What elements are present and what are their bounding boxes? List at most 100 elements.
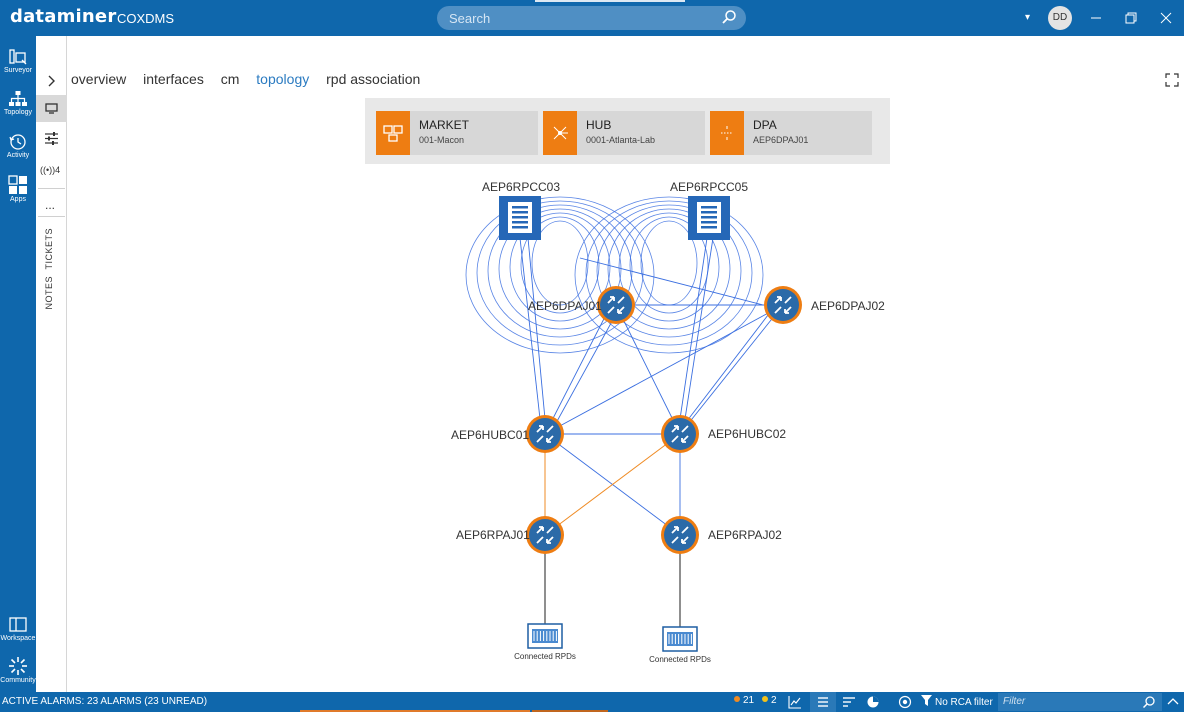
filter-search-icon[interactable] (1142, 695, 1156, 709)
network-link[interactable] (615, 304, 681, 435)
tab-cm[interactable]: cm (220, 71, 240, 87)
side-toolbar: ((•))4 ... TICKETS NOTES (36, 36, 67, 692)
server-link-bundle[interactable] (629, 216, 709, 314)
restore-icon[interactable] (1122, 9, 1140, 27)
search-input[interactable]: Search (437, 6, 746, 30)
nav-activity[interactable]: Activity (0, 129, 36, 169)
list-view-button[interactable] (810, 692, 836, 712)
network-link[interactable] (519, 237, 541, 420)
router-node[interactable]: AEP6DPAJ02 (764, 286, 885, 324)
nav-community[interactable]: Community (0, 652, 36, 692)
rpd-panel (667, 632, 693, 646)
server-link-bundle[interactable] (509, 212, 611, 322)
router-node[interactable]: AEP6HUBC02 (661, 415, 786, 453)
router-node[interactable]: AEP6RPAJ02 (661, 516, 782, 554)
warning-link[interactable] (544, 433, 681, 536)
node-label: AEP6RPCC05 (670, 180, 748, 194)
router-icon (664, 519, 696, 551)
server-link-bundle[interactable] (476, 200, 644, 346)
rca-filter[interactable]: No RCA filter (921, 695, 993, 709)
sliders-icon (45, 132, 58, 145)
server-link-bundle[interactable] (596, 204, 742, 338)
search-accent-line (535, 0, 685, 2)
search-icon[interactable] (721, 9, 737, 25)
breadcrumb-dpa[interactable]: DPA AEP6DPAJ01 (710, 111, 872, 155)
minimize-icon[interactable] (1087, 9, 1105, 27)
fullscreen-icon[interactable] (1165, 73, 1179, 87)
notes-tab[interactable]: NOTES (44, 276, 54, 310)
server-link-bundle[interactable] (498, 208, 622, 330)
tab-overview[interactable]: overview (71, 71, 127, 87)
separator (38, 188, 65, 189)
rpd-node[interactable]: Connected RPDs (649, 626, 711, 664)
network-link[interactable] (579, 257, 764, 306)
nav-topology[interactable]: Topology (0, 86, 36, 126)
trend-icon[interactable] (788, 695, 802, 709)
brand-logo: dataminer (10, 6, 117, 27)
router-arrows-icon (607, 296, 625, 314)
network-link[interactable] (527, 237, 546, 420)
active-alarms-summary[interactable]: ACTIVE ALARMS: 23 ALARMS (23 UNREAD) (2, 696, 208, 707)
breadcrumb-hub[interactable]: HUB 0001-Atlanta-Lab (543, 111, 705, 155)
server-slot (512, 226, 528, 229)
node-label: AEP6RPAJ02 (708, 528, 782, 542)
breadcrumb-dpa-subtitle: AEP6DPAJ01 (753, 135, 809, 145)
server-link-bundle[interactable] (531, 220, 589, 306)
breadcrumb-market-title: MARKET (419, 118, 470, 132)
router-node[interactable]: AEP6RPAJ01 (456, 516, 564, 554)
router-arrows-icon (774, 296, 792, 314)
signal-count[interactable]: ((•))4 (40, 165, 61, 175)
server-link-bundle[interactable] (465, 196, 655, 354)
rpd-node[interactable]: Connected RPDs (514, 623, 576, 661)
network-link[interactable] (679, 304, 784, 435)
rpd-panel (532, 629, 558, 643)
node-label: Connected RPDs (649, 655, 711, 664)
chevron-up-icon[interactable] (1166, 695, 1180, 709)
separator (38, 216, 65, 217)
close-icon[interactable] (1157, 9, 1175, 27)
network-link[interactable] (544, 304, 612, 435)
network-link[interactable] (549, 304, 622, 435)
rca-target-icon[interactable] (898, 695, 912, 709)
alarm-count-orange[interactable]: 21 (734, 695, 754, 709)
more-options[interactable]: ... (45, 198, 56, 212)
tab-interfaces[interactable]: interfaces (143, 71, 204, 87)
tab-rpd-association[interactable]: rpd association (326, 71, 421, 87)
network-link[interactable] (684, 237, 714, 420)
network-link[interactable] (544, 304, 784, 435)
network-link[interactable] (679, 237, 708, 420)
server-link-bundle[interactable] (618, 212, 720, 322)
status-underline (300, 710, 530, 712)
sort-icon[interactable] (842, 695, 856, 709)
alarm-filter-input[interactable]: Filter (998, 693, 1162, 711)
tickets-tab[interactable]: TICKETS (44, 228, 54, 270)
router-node[interactable]: AEP6HUBC01 (451, 415, 564, 453)
expand-panel-button[interactable] (36, 68, 67, 95)
surveyor-icon (9, 49, 27, 65)
pie-chart-icon[interactable] (866, 695, 880, 709)
monitor-button[interactable] (36, 95, 67, 122)
nav-apps[interactable]: Apps (0, 171, 36, 211)
tab-topology[interactable]: topology (256, 71, 310, 87)
dropdown-caret-icon[interactable]: ▾ (1025, 12, 1031, 23)
server-node[interactable]: AEP6RPCC03 (482, 180, 560, 240)
network-link[interactable] (676, 301, 779, 435)
nav-surveyor[interactable]: Surveyor (0, 44, 36, 84)
server-link-bundle[interactable] (520, 216, 600, 314)
server-slot (701, 226, 717, 229)
server-link-bundle[interactable] (585, 200, 753, 346)
nav-workspace[interactable]: Workspace (0, 612, 36, 652)
breadcrumb-market[interactable]: MARKET 001-Macon (376, 111, 538, 155)
router-node[interactable]: AEP6DPAJ01 (528, 286, 635, 324)
server-link-bundle[interactable] (607, 208, 731, 330)
alarm-count-yellow[interactable]: 2 (762, 695, 777, 709)
server-link-bundle[interactable] (574, 196, 764, 354)
settings-sliders-button[interactable] (36, 125, 67, 152)
server-node[interactable]: AEP6RPCC05 (670, 180, 748, 240)
dpa-icon (721, 126, 733, 140)
user-avatar[interactable]: DD (1048, 6, 1072, 30)
market-icon (383, 125, 403, 142)
server-slot (512, 211, 528, 214)
list-icon (818, 697, 828, 707)
